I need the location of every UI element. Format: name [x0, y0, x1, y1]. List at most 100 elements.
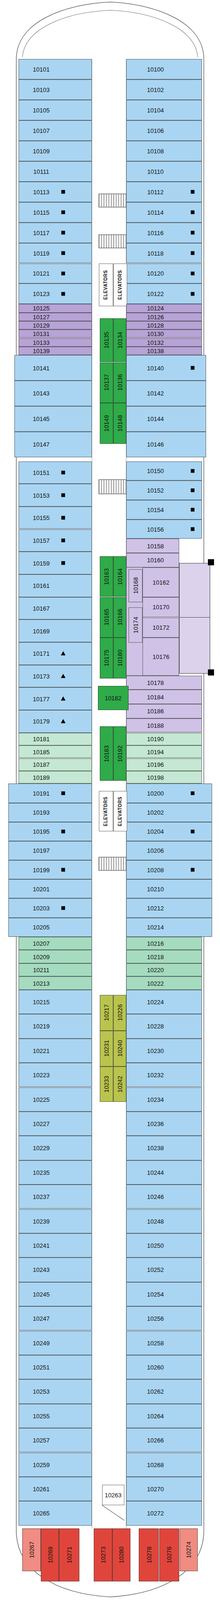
cabin-number: 10255 [32, 1410, 50, 1418]
cabin: 10122 [126, 283, 202, 304]
cabin-number: 10101 [32, 66, 50, 73]
cabin-number: 10228 [147, 1022, 164, 1029]
cabin: 10141 [14, 354, 92, 381]
cabin: 10187 [18, 757, 92, 770]
cabin: 10166 [113, 596, 127, 638]
cabin-number: 10237 [32, 1192, 50, 1199]
cabin-number: 10155 [32, 514, 50, 521]
cabin-number: 10215 [32, 997, 50, 1004]
cabin: 10123 [18, 283, 92, 304]
cabin-number: 10181 [32, 735, 50, 742]
cabin-number: 10227 [32, 1119, 50, 1126]
cabin-number: 10219 [32, 1022, 50, 1029]
cabin: 10202 [126, 802, 212, 822]
cabin: 10174 [128, 606, 143, 643]
cabin-number: 10184 [147, 692, 164, 699]
square-mark [61, 560, 65, 565]
cabin: 10142 [126, 380, 206, 406]
cabin: 10170 [142, 596, 180, 617]
cabin: 10179 [18, 709, 92, 732]
cabin: 10139 [18, 346, 92, 355]
cabin-number: 10220 [147, 965, 164, 972]
cabin-number: 10225 [32, 1094, 50, 1101]
cabin-number: 10158 [147, 542, 164, 549]
cabin: 10245 [18, 1280, 92, 1305]
cabin: 10249 [18, 1329, 92, 1354]
elevator-label: ELEVATORS [117, 269, 123, 300]
cabin: 10227 [18, 1110, 92, 1135]
cabin: 10162 [142, 566, 180, 597]
cabin-number: 10124 [147, 304, 164, 311]
cabin: 10280 [112, 1526, 131, 1580]
cabin: 10220 [126, 962, 202, 976]
cabin-number: 10148 [116, 414, 123, 432]
square-mark [61, 189, 65, 194]
cabin-number: 10254 [147, 1289, 164, 1296]
cabin-number: 10239 [32, 1216, 50, 1223]
cabin-number: 10153 [32, 491, 50, 498]
cabin: 10266 [126, 1426, 202, 1451]
elevator-shaft: ELEVATORS [113, 263, 128, 306]
cabin: 10273 [93, 1526, 113, 1580]
cabin-number: 10268 [147, 1459, 164, 1466]
triangle-mark [60, 672, 66, 678]
cabin: 10257 [18, 1426, 92, 1451]
cabin: 10163 [99, 555, 114, 597]
cabin: 10164 [113, 555, 127, 597]
cabin-number: 10201 [32, 884, 50, 891]
cabin-number: 10128 [147, 322, 164, 329]
cabin: 10193 [8, 802, 92, 822]
square-mark [61, 230, 65, 235]
cabin: 10206 [126, 840, 212, 860]
cabin: 10240 [113, 1029, 127, 1066]
cabin: 10157 [18, 528, 92, 552]
cabin-number: 10142 [147, 389, 164, 396]
cabin-number: 10230 [147, 1046, 164, 1053]
cabin-number: 10159 [32, 559, 50, 566]
cabin-number: 10172 [152, 623, 170, 630]
cabin-number: 10278 [145, 1544, 152, 1562]
cabin-number: 10125 [32, 304, 50, 311]
balcony [179, 558, 214, 675]
cabin-number: 10190 [147, 735, 164, 742]
cabin-number: 10258 [147, 1338, 164, 1345]
cabin: 10269 [40, 1526, 60, 1580]
cabin-number: 10152 [147, 486, 164, 493]
cabin: 10161 [18, 573, 92, 597]
cabin-number: 10104 [147, 107, 164, 114]
cabin-number: 10126 [147, 313, 164, 320]
cabin-number: 10164 [116, 567, 123, 585]
cabin-number: 10276 [166, 1544, 173, 1562]
cabin: 10236 [126, 1110, 202, 1135]
cabin-number: 10186 [147, 707, 164, 714]
cabin-number: 10197 [32, 846, 50, 853]
cabin: 10189 [18, 770, 92, 783]
square-mark [190, 526, 195, 531]
cabin: 10124 [126, 303, 202, 312]
cabin: 10191 [8, 782, 92, 802]
square-mark [61, 210, 65, 214]
cabin-number: 10250 [147, 1241, 164, 1248]
square-mark [190, 271, 195, 275]
elevator-shaft: ELEVATORS [98, 263, 114, 306]
cabin: 10184 [126, 688, 202, 704]
cabin: 10190 [126, 731, 202, 745]
cabin-number: 10106 [147, 127, 164, 134]
cabin: 10180 [113, 636, 127, 678]
cabin: 10171 [18, 641, 92, 665]
cabin-number: 10113 [32, 188, 50, 195]
cabin: 10178 [126, 674, 202, 690]
cabin: 10114 [126, 201, 202, 223]
cabin-number: 10154 [147, 505, 164, 512]
cabin-number: 10105 [32, 107, 50, 114]
cabin: 10204 [126, 821, 212, 841]
cabin: 10115 [18, 201, 92, 223]
cabin-number: 10245 [32, 1289, 50, 1296]
cabin: 10223 [18, 1061, 92, 1086]
cabin-number: 10246 [147, 1192, 164, 1199]
elevator-label: ELEVATORS [117, 795, 123, 826]
cabin-number: 10138 [147, 347, 164, 354]
cabin: 10172 [142, 616, 180, 638]
cabin: 10201 [8, 878, 92, 898]
cabin: 10235 [18, 1158, 92, 1184]
